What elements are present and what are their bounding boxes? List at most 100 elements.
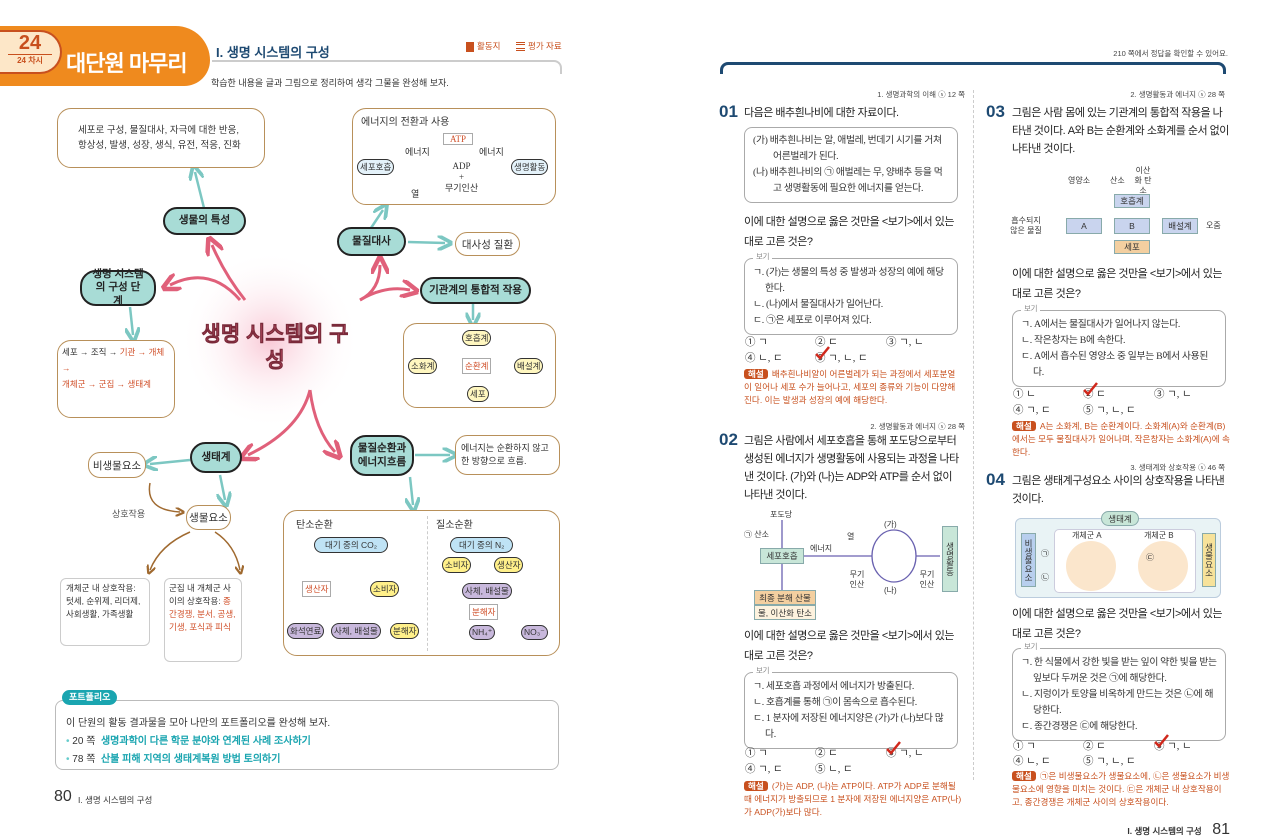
energy-flow-box: 에너지는 순환하지 않고 한 방향으로 흐름.	[455, 435, 560, 475]
question-stem: 그림은 사람 몸에 있는 기관계의 통합적 작용을 나타낸 것이다. A와 B는…	[1012, 107, 1229, 155]
cycle-box: 탄소순환 대기 중의 CO₂ 생산자 소비자 화석연료 사체, 배설물 분해자 …	[283, 510, 560, 656]
energy-resp: 세포호흡	[357, 159, 395, 175]
explanation: 해설(가)는 ADP, (나)는 ATP이다. ATP가 ADP로 분해될 때 …	[744, 781, 962, 817]
header-rule	[212, 60, 562, 74]
levels-box: 세포 → 조직 → 기관 → 개체 →개체군 → 군집 → 생태계	[57, 340, 175, 418]
ecosystem-node: 생태계	[190, 442, 242, 473]
bogi-box: 보기 ㄱ. 세포호흡 과정에서 에너지가 방출된다.ㄴ. 호흡계를 통해 ㉠이 …	[744, 666, 958, 749]
question-number: 03	[986, 102, 1005, 121]
choice-2[interactable]: ② ㄷ	[1083, 741, 1106, 752]
organ-diagram: 영양소 산소 이산화 탄소 호흡계 흡수되지 않은 물질 A B 배설계 오줌 …	[1010, 166, 1221, 254]
choice-1[interactable]: ① ㄱ	[745, 748, 768, 759]
lesson-number: 24	[18, 32, 42, 54]
portfolio-box: 이 단원의 활동 결과물을 모아 나만의 포트폴리오를 완성해 보자. • 20…	[55, 700, 559, 770]
characteristics-box: 세포로 구성, 물질대사, 자극에 대한 반응, 항상성, 발생, 성장, 생식…	[57, 108, 265, 168]
arrow-to-ecosystem	[248, 389, 312, 455]
organ-node: 기관계의 통합적 작용	[420, 277, 531, 304]
question-number: 01	[719, 102, 738, 121]
answer-check-icon	[1154, 734, 1169, 748]
atp-diagram: 포도당 ㉠ 산소 세포호흡 에너지 열 (가) (나) 무기 인산 무기 인산 …	[744, 510, 964, 622]
choice-3[interactable]: ③ ㄱ, ㄴ	[886, 337, 924, 348]
choice-5[interactable]: ⑤ ㄱ, ㄴ, ㄷ	[1083, 405, 1136, 416]
data-box: (가) 배추흰나비는 알, 애벌레, 번데기 시기를 거쳐 어른벌레가 된다.(…	[744, 127, 958, 203]
cycle-node: 물질순환과 에너지흐름	[350, 435, 414, 476]
assessment-link[interactable]: 평가 자료	[516, 40, 562, 52]
question-prompt: 이에 대한 설명으로 옳은 것만을 <보기>에서 있는 대로 고른 것은?	[1012, 608, 1222, 640]
bogi-box: 보기 ㄱ. 한 식물에서 강한 빛을 받는 잎이 약한 빛을 받는 잎보다 두꺼…	[1012, 642, 1226, 741]
choice-5[interactable]: ⑤ ㄴ, ㄷ	[815, 764, 853, 775]
unit-title: I. 생명 시스템의 구성	[216, 45, 330, 60]
left-footer-title: I. 생명 시스템의 구성	[78, 795, 153, 805]
population-box: 개체군 내 상호작용: 텃세, 순위제, 리더제, 사회생활, 가족생활	[60, 578, 150, 646]
organ-box: 호흡계 소화계 순환계 배설계 세포	[403, 323, 556, 408]
question-stem: 그림은 생태계구성요소 사이의 상호작용을 나타낸 것이다.	[1012, 475, 1225, 505]
metabolic-disease: 대사성 질환	[455, 232, 520, 256]
left-page-number: 80	[54, 788, 72, 805]
right-header-rule	[720, 62, 1226, 74]
energy-box: 에너지의 전환과 사용 세포호흡 에너지 열 ATP ADP+무기인산 에너지 …	[352, 108, 556, 205]
portfolio-tag: 포트폴리오	[62, 690, 118, 705]
portfolio-intro: 이 단원의 활동 결과물을 모아 나만의 포트폴리오를 완성해 보자.	[66, 718, 331, 729]
choice-5[interactable]: ⑤ ㄱ, ㄴ, ㄷ	[1083, 756, 1136, 767]
ecosystem-diagram: 생태계 비생물요소 생물요소 개체군 A 개체군 B ㉠ ㉡ ㉢	[1015, 511, 1221, 598]
arrow-to-cycle	[308, 389, 335, 452]
question-prompt: 이에 대한 설명으로 옳은 것만을 <보기>에서 있는 대로 고른 것은?	[744, 630, 954, 662]
cycle-divider	[427, 516, 428, 651]
right-footer: I. 생명 시스템의 구성 81	[1127, 821, 1230, 838]
interaction-label: 상호작용	[112, 509, 146, 519]
energy-life: 생명활동	[511, 159, 549, 175]
community-box: 군집 내 개체군 사이의 상호작용: 종간경쟁, 분서, 공생, 기생, 포식과…	[164, 578, 242, 662]
answer-check-icon	[815, 346, 830, 360]
bogi-box: 보기 ㄱ. (가)는 생물의 특성 중 발생과 성장의 예에 해당한다.ㄴ. (…	[744, 252, 958, 335]
lesson-badge: 24 24 차시	[0, 30, 62, 74]
center-glow	[180, 250, 360, 430]
population-b	[1138, 541, 1188, 591]
choice-5[interactable]: ⑤ ㄱ, ㄴ, ㄷ	[815, 353, 868, 364]
choice-4[interactable]: ④ ㄴ, ㄷ	[1013, 756, 1051, 767]
lesson-label: 24 차시	[8, 54, 52, 66]
choice-3[interactable]: ③ ㄱ, ㄴ	[1154, 389, 1192, 400]
choice-1[interactable]: ① ㄴ	[1013, 389, 1036, 400]
question-stem: 다음은 배추흰나비에 대한 자료이다.	[744, 107, 899, 119]
instruction: 학습한 내용을 글과 그림으로 정리하여 생각 그물을 완성해 보자.	[211, 78, 449, 88]
population-a	[1066, 541, 1116, 591]
choice-2[interactable]: ② ㄷ	[1083, 389, 1106, 400]
choice-1[interactable]: ① ㄱ	[1013, 741, 1036, 752]
choice-1[interactable]: ① ㄱ	[745, 337, 768, 348]
worksheet-link[interactable]: 활동지	[466, 40, 500, 52]
choice-4[interactable]: ④ ㄴ, ㄷ	[745, 353, 783, 364]
characteristics-node: 생물의 특성	[163, 207, 246, 235]
portfolio-item[interactable]: • 20 쪽 생명과학이 다른 학문 분야와 연계된 사례 조사하기	[66, 736, 311, 747]
portfolio-item[interactable]: • 78 쪽 산불 피해 지역의 생태계복원 방법 토의하기	[66, 754, 281, 765]
choice-4[interactable]: ④ ㄱ, ㄷ	[1013, 405, 1051, 416]
question-prompt: 이에 대한 설명으로 옳은 것만을 <보기>에서 있는 대로 고른 것은?	[744, 216, 954, 248]
levels-node: 생명 시스템의 구성 단계	[80, 268, 156, 307]
question-number: 02	[719, 430, 738, 449]
banner-title: 대단원 마무리	[66, 51, 188, 76]
arrow-to-characteristics	[212, 245, 247, 301]
column-divider	[973, 90, 974, 780]
choice-2[interactable]: ② ㄷ	[815, 748, 838, 759]
answer-note: 210 쪽에서 정답을 확인할 수 있어요.	[1113, 49, 1228, 58]
assessment-icon	[516, 42, 525, 52]
choice-3[interactable]: ③ ㄱ, ㄴ	[1154, 741, 1192, 752]
worksheet-icon	[466, 41, 474, 52]
abiotic-node: 비생물요소	[88, 452, 146, 478]
choice-2[interactable]: ② ㄷ	[815, 337, 838, 348]
question-number: 04	[986, 470, 1005, 489]
metabolism-node: 물질대사	[337, 227, 406, 256]
choice-3[interactable]: ③ ㄱ, ㄴ	[886, 748, 924, 759]
answer-check-icon	[886, 741, 901, 755]
question-stem: 그림은 사람에서 세포호흡을 통해 포도당으로부터 생성된 에너지가 생명활동에…	[744, 435, 959, 501]
answer-check-icon	[1083, 382, 1098, 396]
biotic-node: 생물요소	[186, 505, 231, 530]
center-title: 생명 시스템의 구성	[201, 323, 349, 373]
choice-4[interactable]: ④ ㄱ, ㄷ	[745, 764, 783, 775]
question-prompt: 이에 대한 설명으로 옳은 것만을 <보기>에서 있는 대로 고른 것은?	[1012, 268, 1222, 300]
arrow-to-organ	[359, 289, 410, 302]
arrow-to-levels	[170, 278, 242, 301]
bogi-box: 보기 ㄱ. A에서는 물질대사가 일어나지 않는다.ㄴ. 작은창자는 B에 속한…	[1012, 304, 1226, 387]
